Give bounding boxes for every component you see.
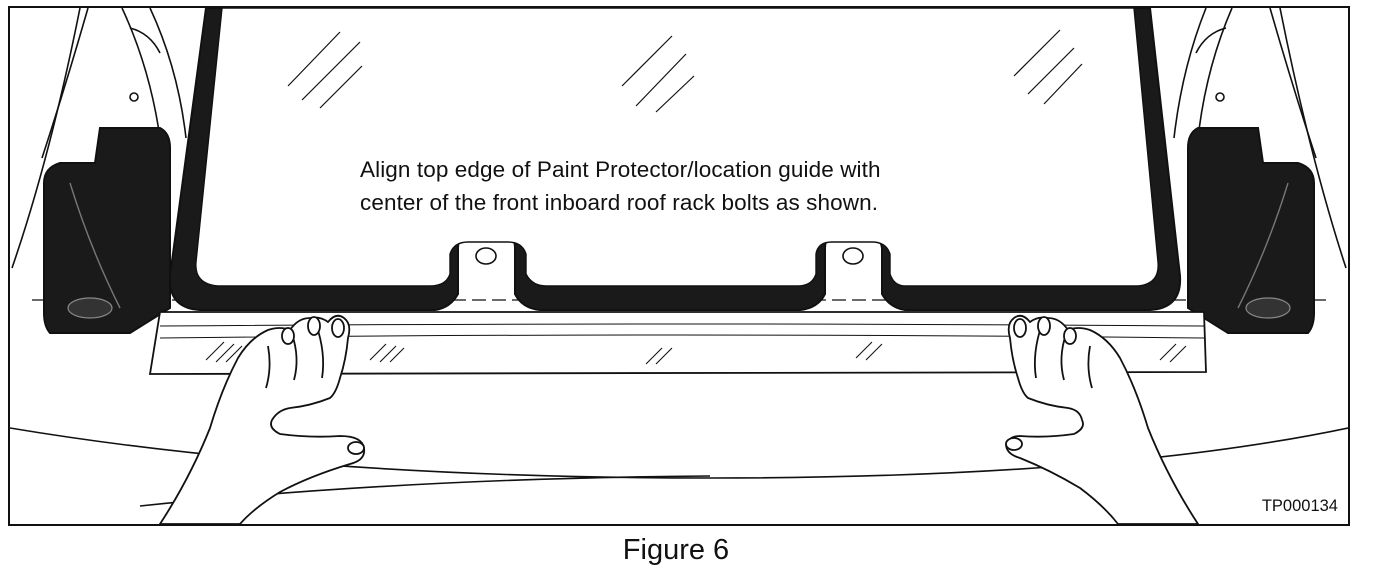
bolt-icon-left bbox=[475, 247, 497, 265]
roof-side-line-right-inner bbox=[1269, 8, 1317, 159]
roof-rack-foot-icon-left bbox=[43, 127, 171, 334]
bolt-icon-right bbox=[842, 247, 864, 265]
instruction-callout: Align top edge of Paint Protector/locati… bbox=[360, 153, 1040, 219]
rail-hole-right bbox=[1215, 92, 1225, 102]
figure-image-id: TP000134 bbox=[1261, 497, 1338, 515]
callout-line-2: center of the front inboard roof rack bo… bbox=[360, 190, 879, 215]
rail-hole-left bbox=[129, 92, 139, 102]
windshield-glass bbox=[195, 8, 1159, 287]
figure-caption: Figure 6 bbox=[622, 534, 730, 566]
hand-icon-right bbox=[1005, 314, 1200, 524]
figure-frame: Align top edge of Paint Protector/locati… bbox=[8, 6, 1350, 526]
roof-rack-foot-icon-right bbox=[1187, 127, 1315, 334]
roof-side-line-left-inner bbox=[41, 8, 89, 159]
glass-glint-icon bbox=[287, 29, 1083, 113]
callout-line-1: Align top edge of Paint Protector/locati… bbox=[360, 157, 881, 182]
roof-illustration bbox=[10, 8, 1348, 524]
roof-side-line-right bbox=[1279, 8, 1347, 269]
roof-side-line-left bbox=[11, 8, 81, 269]
hand-icon-left bbox=[158, 314, 366, 524]
